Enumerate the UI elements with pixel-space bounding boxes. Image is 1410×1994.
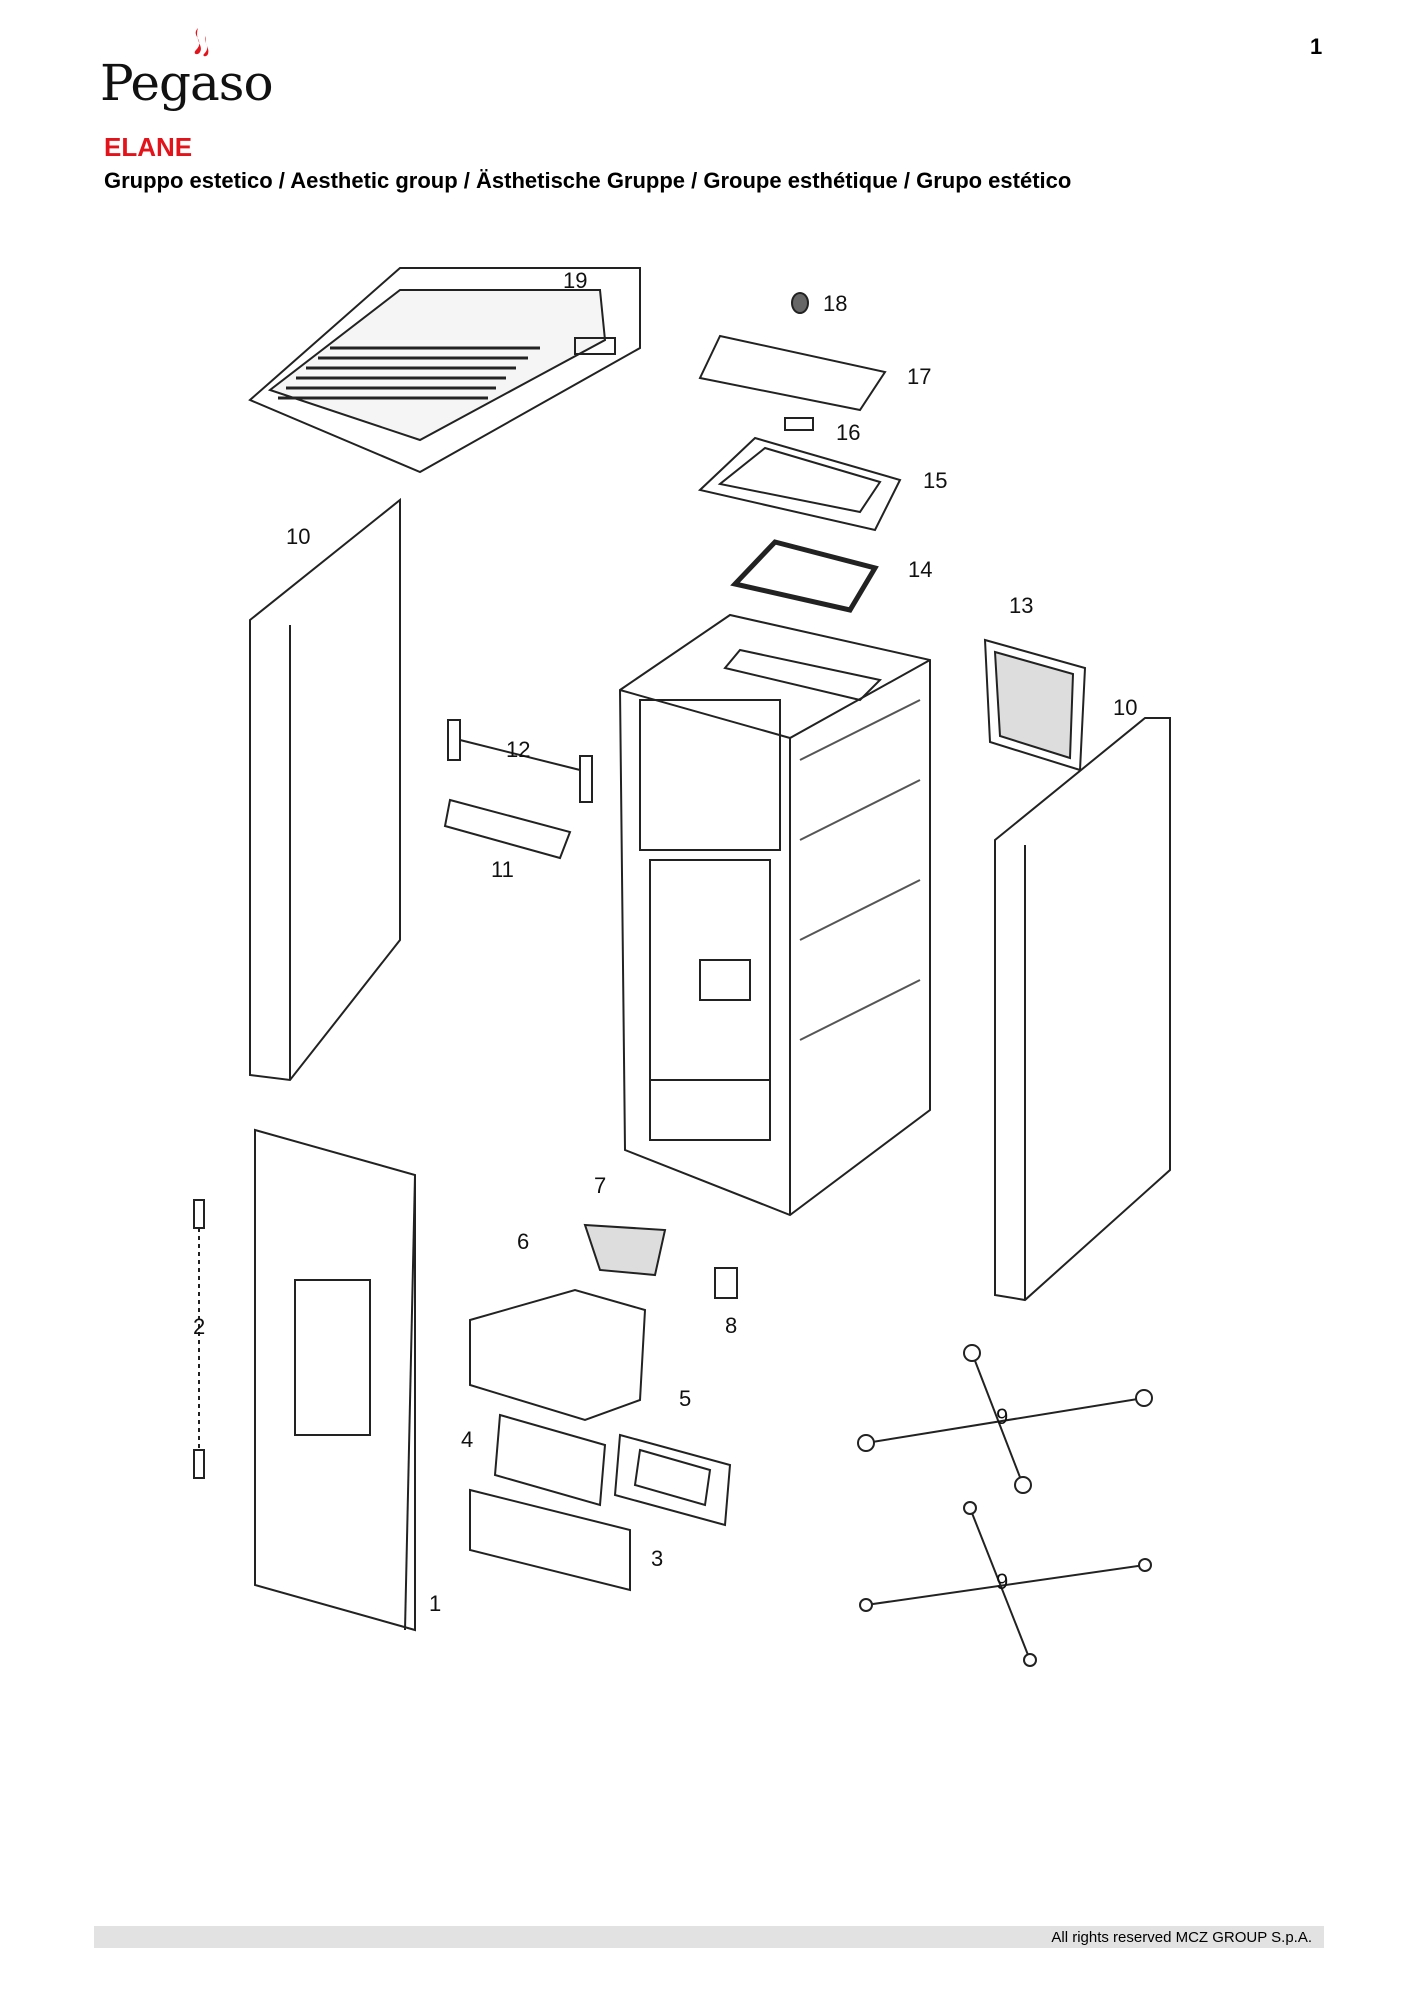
exploded-parts-diagram: 19 18 17 16 15 14 13 10 10 12 11 7 6 8 2… [193,267,1171,1667]
callout-11: 11 [491,857,514,882]
part-18-knob [791,292,809,314]
callout-15: 15 [923,468,947,493]
callout-3: 3 [651,1546,663,1571]
part-9-feet [857,1344,1153,1667]
callout-18: 18 [823,291,847,316]
flame-icon [194,28,209,57]
part-6-tray [469,1288,647,1422]
callout-17: 17 [907,364,931,389]
callout-14: 14 [908,557,932,582]
brand-name: Pegaso [100,54,274,112]
part-12-bracket [579,755,593,803]
brand-logo: Pegaso [100,26,290,126]
model-title: ELANE [104,132,193,162]
part-10-side-panel-right [994,717,1171,1302]
part-1-front-door [254,1128,416,1632]
part-4-plate [493,1413,607,1507]
stove-body [618,613,931,1217]
callout-10-right: 10 [1113,695,1137,720]
callout-19: 19 [563,268,587,293]
callout-labels: 19 18 17 16 15 14 13 10 10 12 11 7 6 8 2… [193,268,1137,1616]
part-17-lid-panel [698,334,887,412]
callout-12: 12 [506,737,530,762]
callout-9-top: 9 [996,1404,1008,1429]
callout-13: 13 [1009,593,1033,618]
footer-bar: All rights reserved MCZ GROUP S.p.A. [94,1926,1324,1948]
callout-2: 2 [193,1314,205,1339]
part-14-gasket [730,539,879,613]
part-13-grille [983,638,1087,772]
callout-1: 1 [429,1591,441,1616]
callout-7: 7 [594,1173,606,1198]
part-15-lid-frame [697,436,902,532]
page-number: 1 [1310,34,1323,59]
callout-4: 4 [461,1427,473,1452]
callout-8: 8 [725,1313,737,1338]
callout-10-left: 10 [286,524,310,549]
part-7-burner-pot [583,1223,667,1277]
callout-6: 6 [517,1229,529,1254]
callout-9-bottom: 9 [996,1569,1008,1594]
part-10-side-panel-left [249,497,401,1082]
part-8-bracket [714,1267,738,1299]
footer-copyright: All rights reserved MCZ GROUP S.p.A. [1051,1929,1312,1946]
part-2-hinge [193,1199,205,1479]
page-subtitle: Gruppo estetico / Aesthetic group / Ästh… [104,168,1072,193]
callout-5: 5 [679,1386,691,1411]
part-19-top-cover [248,267,641,474]
part-3-plinth [469,1488,631,1592]
callout-16: 16 [836,420,860,445]
part-11-deflector [443,798,572,860]
part-16-latch [784,417,814,431]
part-12-bracket [447,719,461,761]
part-5-gasket [613,1433,732,1527]
